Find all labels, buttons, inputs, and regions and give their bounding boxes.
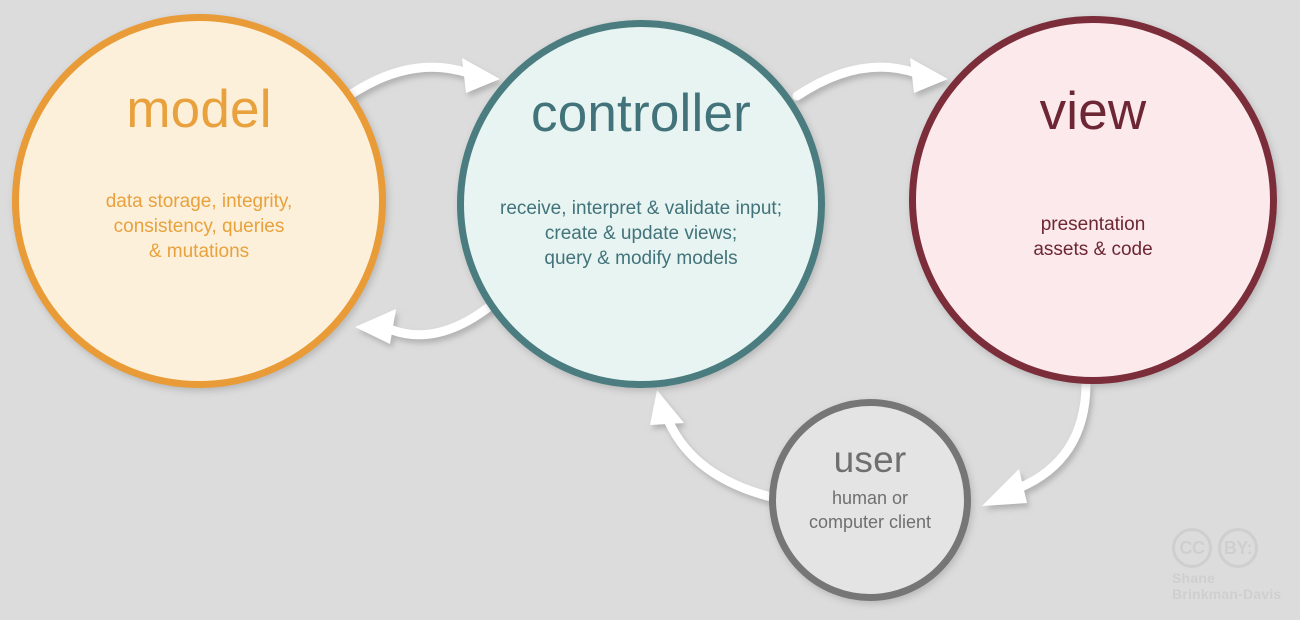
cc-badge-icons: CC BY: — [1172, 528, 1292, 568]
node-controller[interactable]: controller receive, interpret & validate… — [457, 20, 825, 388]
author-attribution: Shane Brinkman-Davis — [1172, 570, 1292, 602]
node-model[interactable]: model data storage, integrity, consisten… — [12, 14, 386, 388]
node-model-title: model — [126, 80, 272, 139]
node-user-desc-line: computer client — [808, 511, 932, 532]
arrow-user-to-controller — [650, 390, 776, 502]
node-view-title: view — [1039, 82, 1147, 141]
arrow-controller-to-model — [355, 293, 505, 344]
creative-commons-badge[interactable]: CC BY: Shane Brinkman-Davis — [1172, 528, 1292, 602]
node-user-desc-line: human or — [831, 488, 909, 508]
node-user-title: user — [833, 439, 907, 480]
node-view-desc-line: presentation — [1040, 214, 1146, 235]
node-view-description: presentation assets & code — [958, 212, 1228, 262]
node-model-desc-line: consistency, queries — [113, 216, 285, 238]
node-controller-desc-line: create & update views; — [544, 223, 738, 245]
arrow-model-to-controller — [342, 58, 500, 102]
node-user[interactable]: user human or computer client — [769, 399, 971, 601]
node-controller-description: receive, interpret & validate input; cre… — [476, 196, 806, 271]
node-user-description: human or computer client — [775, 487, 965, 535]
node-model-description: data storage, integrity, consistency, qu… — [49, 189, 349, 264]
author-last-name: Brinkman-Davis — [1172, 585, 1282, 602]
creative-commons-icon: CC — [1172, 528, 1212, 568]
node-controller-title: controller — [531, 84, 751, 143]
node-controller-desc-line: receive, interpret & validate input; — [500, 198, 782, 219]
node-controller-desc-line: query & modify models — [544, 248, 738, 270]
author-first-name: Shane — [1172, 570, 1216, 586]
node-view[interactable]: view presentation assets & code — [909, 16, 1277, 384]
arrow-controller-to-view — [792, 58, 948, 101]
node-view-desc-line: assets & code — [1033, 239, 1153, 261]
attribution-by-icon: BY: — [1218, 528, 1258, 568]
arrow-view-to-user — [982, 380, 1091, 506]
node-model-desc-line: data storage, integrity, — [105, 191, 293, 212]
node-model-desc-line: & mutations — [148, 241, 250, 263]
